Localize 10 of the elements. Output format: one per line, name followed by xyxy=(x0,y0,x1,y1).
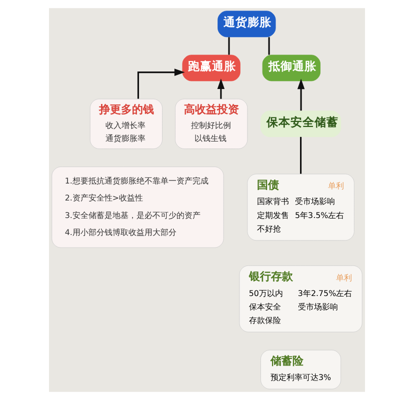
node-box: 跑赢通胀 xyxy=(182,54,240,82)
arrow xyxy=(297,78,305,111)
node-box: 抵御通胀 xyxy=(262,54,320,82)
arrow xyxy=(137,68,185,99)
arrow xyxy=(217,78,225,99)
connector xyxy=(300,136,302,174)
node-box: 通货膨胀 xyxy=(218,10,276,38)
connector xyxy=(228,37,230,55)
connector xyxy=(268,37,270,55)
node-box: 保本安全储蓄 xyxy=(260,110,342,138)
